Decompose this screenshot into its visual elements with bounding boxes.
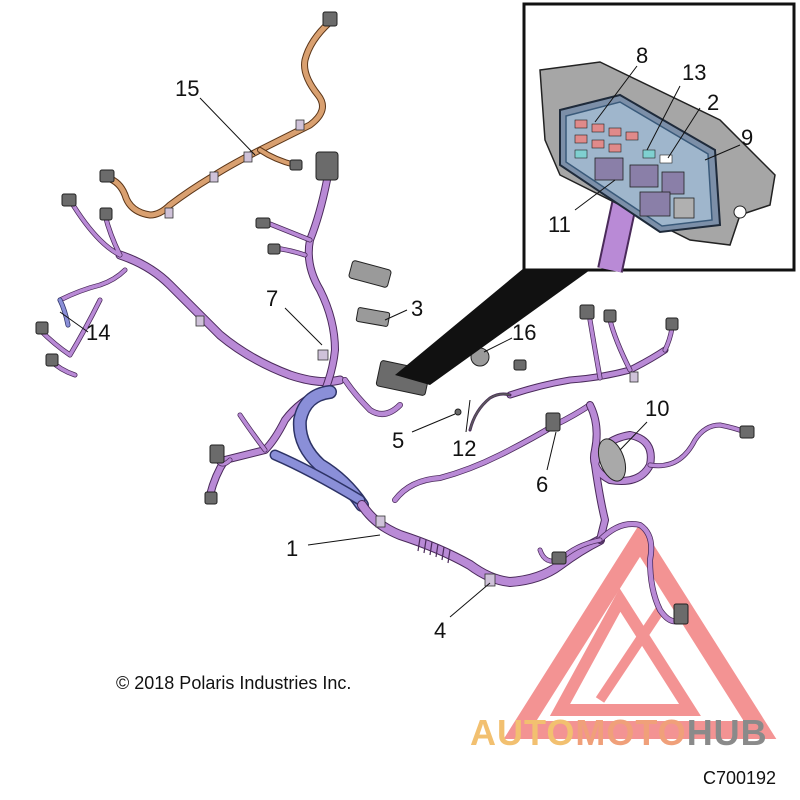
callout-numbers: 1 2 3 4 5 6 7 8 9 10 11 12 13 14 15 16 xyxy=(86,43,753,643)
orange-sub-harness xyxy=(99,11,338,219)
copyright-notice: © 2018 Polaris Industries Inc. xyxy=(116,673,352,693)
callout-5: 5 xyxy=(392,428,404,453)
watermark-hub: HUB xyxy=(686,712,768,753)
diagram-code: C700192 xyxy=(703,768,777,788)
watermark-auto: AUTO xyxy=(470,712,576,753)
watermark-logo xyxy=(503,523,777,739)
callout-1: 1 xyxy=(286,536,298,561)
callout-14: 14 xyxy=(86,320,110,345)
callout-11: 11 xyxy=(548,212,571,237)
callout-8: 8 xyxy=(636,43,648,68)
callout-15: 15 xyxy=(175,76,199,101)
harness-connectors xyxy=(35,151,755,625)
callout-2: 2 xyxy=(707,90,719,115)
callout-leaders xyxy=(59,65,741,618)
callout-16: 16 xyxy=(512,320,536,345)
callout-13: 13 xyxy=(682,60,706,85)
callout-12: 12 xyxy=(452,436,476,461)
callout-3: 3 xyxy=(411,296,423,321)
connector-detail-inset xyxy=(395,2,796,385)
callout-6: 6 xyxy=(536,472,548,497)
watermark-moto: MOTO xyxy=(575,712,687,753)
connector-terminals xyxy=(574,119,695,219)
watermark-text: AUTOMOTOHUB xyxy=(470,712,768,754)
corrugated-sleeve xyxy=(417,537,451,564)
callout-4: 4 xyxy=(434,618,446,643)
callout-7: 7 xyxy=(266,286,278,311)
callout-10: 10 xyxy=(645,396,669,421)
callout-9: 9 xyxy=(741,125,753,150)
